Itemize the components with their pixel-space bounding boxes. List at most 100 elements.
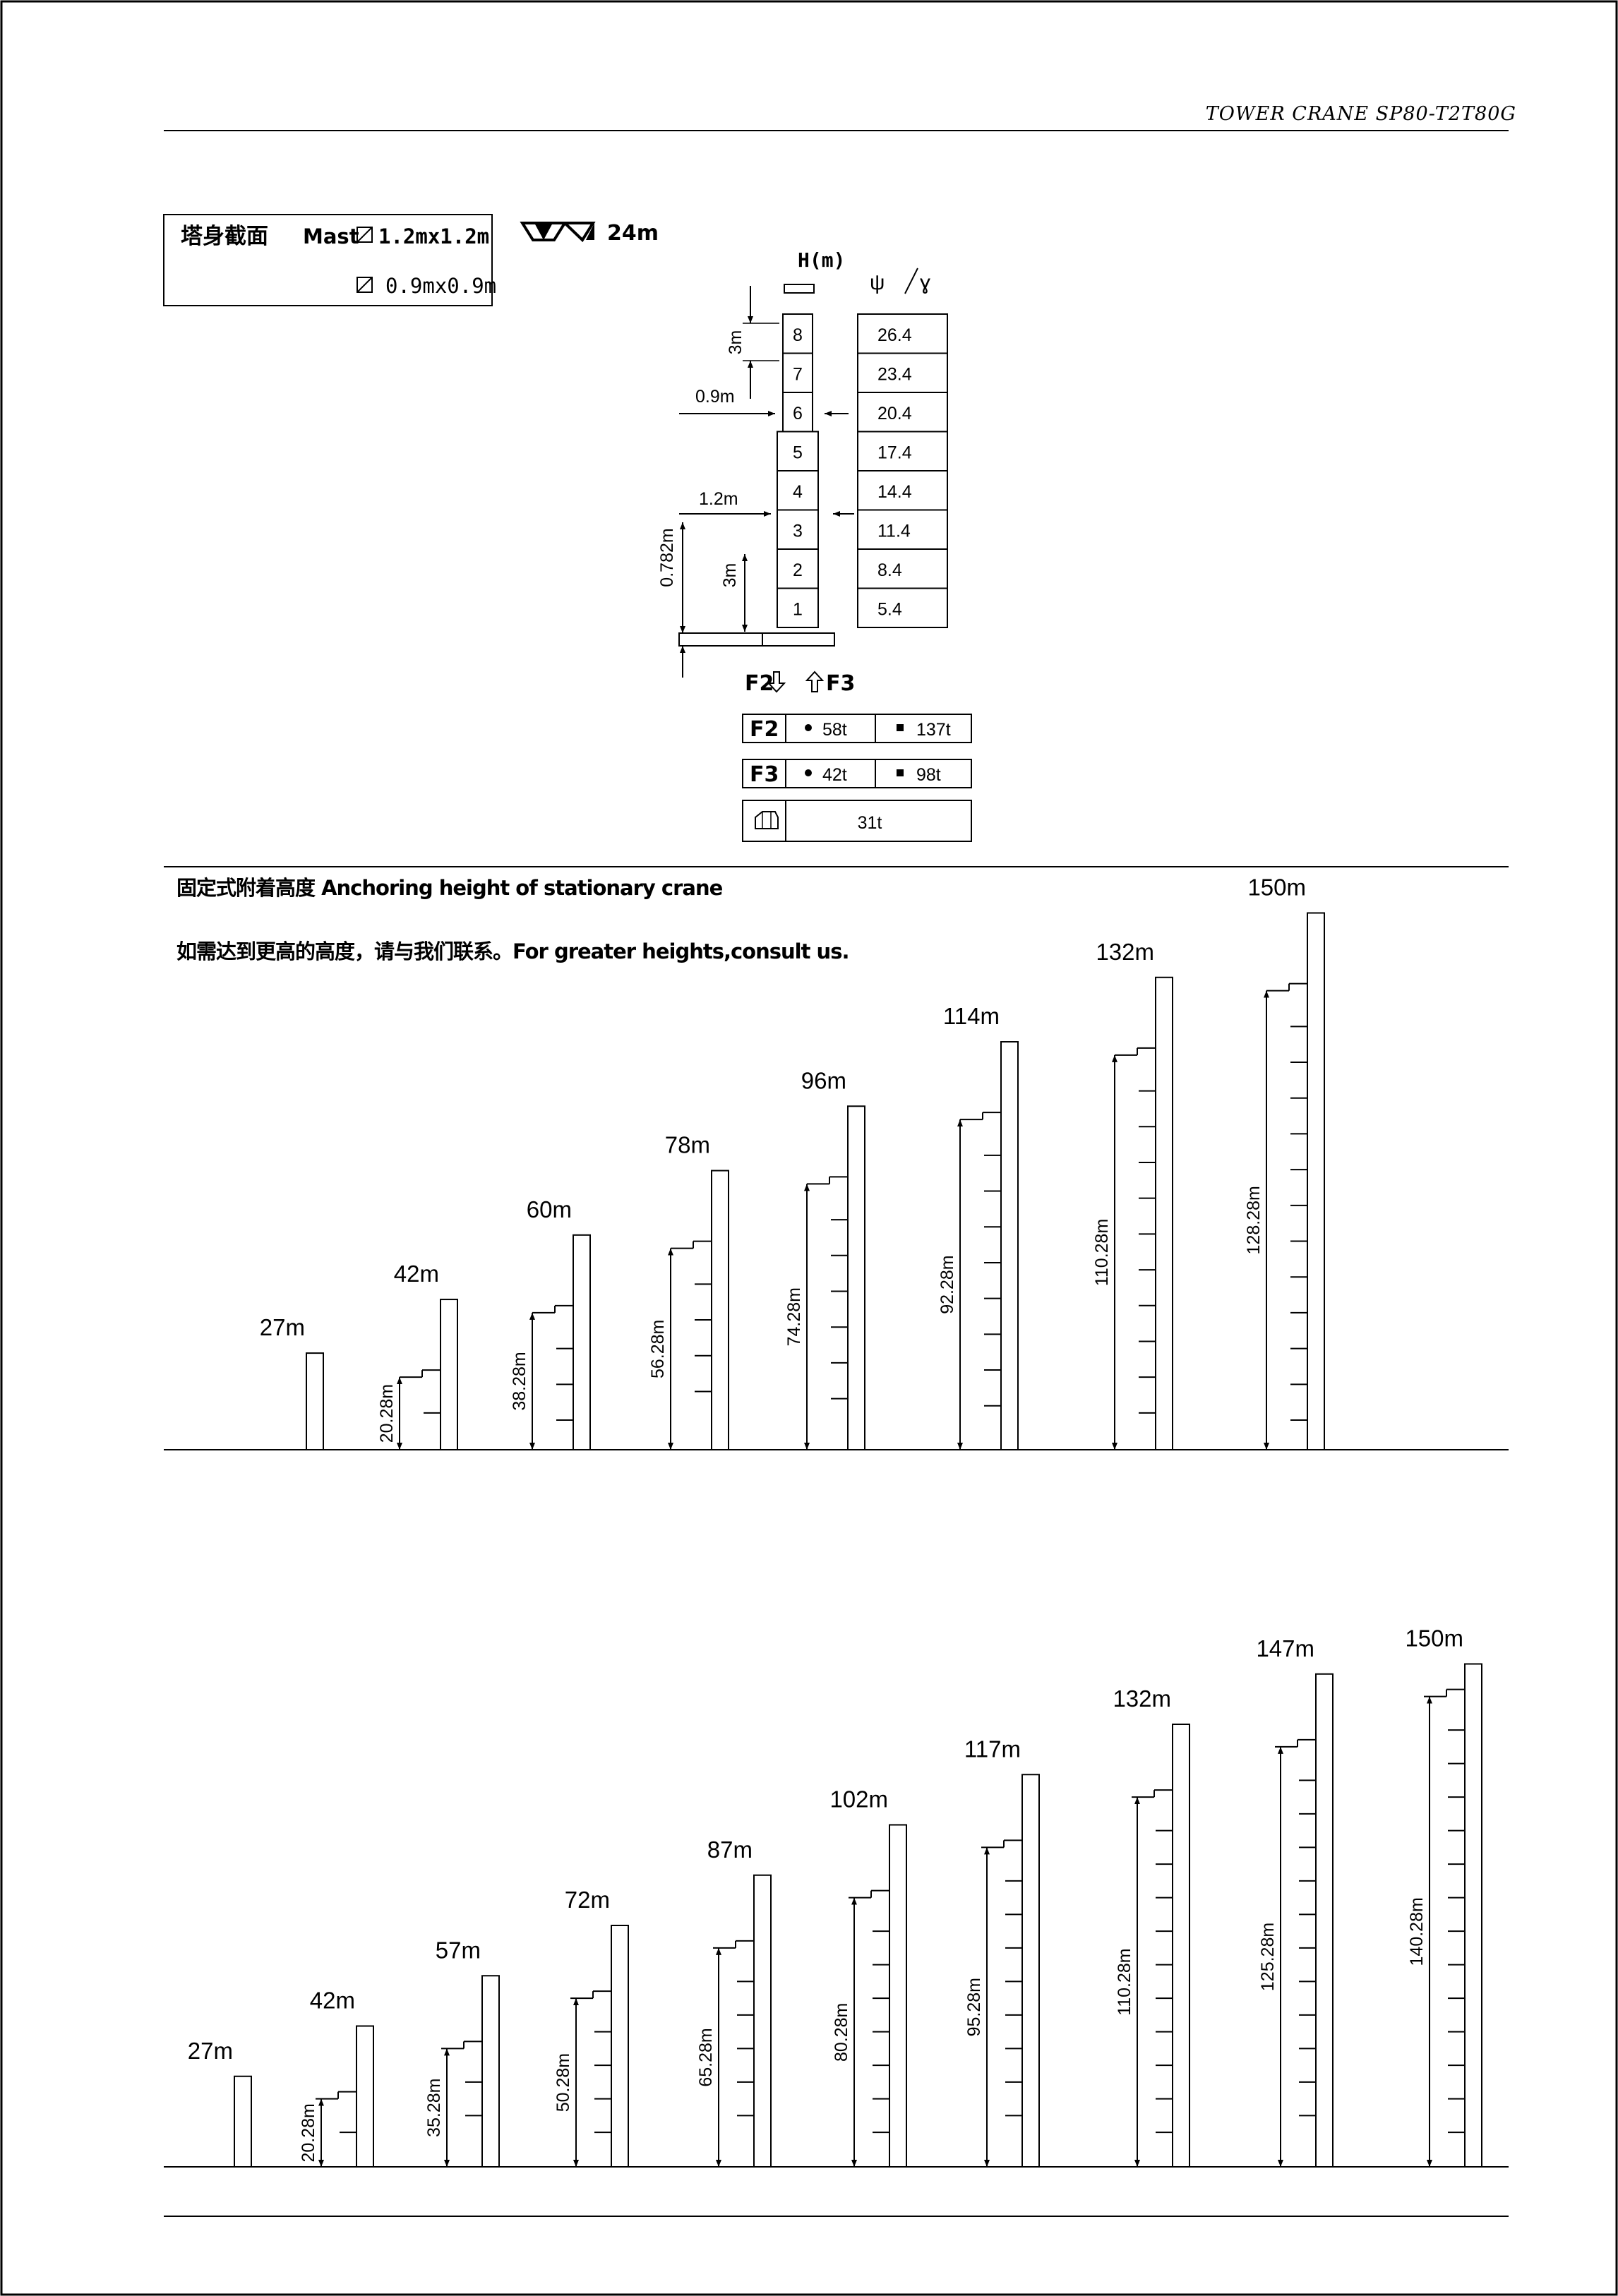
height-value: 23.4 [877, 364, 912, 384]
ballast-block-icon [755, 811, 779, 829]
height-value: 14.4 [877, 482, 912, 502]
tower-mast [1464, 1663, 1482, 2168]
height-value: 8.4 [877, 560, 902, 580]
tower-height-label: 150m [1247, 874, 1306, 901]
mast-section-box: 塔身截面 Mast 1.2mx1.2m 0.9mx0.9m [163, 214, 496, 306]
height-value: 20.4 [877, 404, 912, 423]
f3-row [742, 759, 972, 788]
height-cell [857, 587, 948, 628]
tower-height-label: 78m [665, 1132, 710, 1158]
tower-height-label: 42m [394, 1261, 439, 1287]
tower-mast [234, 2075, 252, 2168]
tie-height-label: 50.28m [553, 2053, 573, 2112]
tower-mast [711, 1170, 729, 1451]
anchoring-diagram-2: 27m42m20.28m57m35.28m72m50.28m87m65.28m1… [164, 1625, 1509, 2168]
square-section-icon [356, 277, 373, 293]
anchoring-note: 如需达到更高的高度，请与我们联系。For greater heights,con… [176, 939, 849, 963]
dim-1.2m: 1.2m [699, 489, 738, 509]
square-icon [897, 724, 904, 731]
tie-height-label: 20.28m [377, 1384, 397, 1443]
tower-mast [1155, 976, 1173, 1450]
f3-value-b: 98t [916, 765, 941, 785]
ballast-value: 31t [858, 813, 882, 833]
tower-height-label: 147m [1256, 1635, 1314, 1661]
tower-height-label: 42m [310, 1988, 355, 2014]
dim-3m-top: 3m [726, 330, 745, 355]
height-cell [857, 548, 948, 589]
mast-section-number: 8 [793, 325, 803, 345]
dot-icon [805, 769, 812, 776]
mast-section-number: 5 [793, 443, 803, 462]
height-value: 26.4 [877, 325, 912, 345]
mast-section-number: 3 [793, 521, 803, 541]
dim-0.782m: 0.782m [657, 528, 677, 587]
tower-height-label: 114m [943, 1003, 1000, 1029]
tower-mast [481, 1975, 500, 2168]
tower-height-label: 132m [1113, 1685, 1171, 1712]
tower-height-label: 60m [527, 1196, 572, 1222]
hook-icons: ψ ɣ [870, 268, 930, 294]
height-label: H(m) [798, 248, 845, 272]
tower-height-label: 117m [964, 1736, 1021, 1762]
tower-mast [1172, 1724, 1190, 2168]
tower-mast [1021, 1774, 1040, 2168]
square-icon [897, 769, 904, 776]
mast-section-number: 2 [793, 560, 803, 580]
tower-mast [356, 2025, 374, 2168]
f3-arrow-label: F3 [826, 671, 855, 696]
tower-mast [573, 1234, 591, 1451]
jib-icon [520, 222, 596, 243]
tie-height-label: 35.28m [424, 2079, 444, 2137]
tie-height-label: 65.28m [696, 2028, 716, 2086]
tie-height-label: 56.28m [648, 1320, 668, 1378]
dim-3m-bottom: 3m [720, 563, 740, 588]
f3-value-a: 42t [822, 765, 847, 785]
tie-height-label: 38.28m [510, 1352, 529, 1410]
mast-cn-label: 塔身截面 [181, 224, 268, 249]
height-column: 5.4 8.4 11.4 14.4 17.4 20.4 23.4 26.4 [857, 313, 948, 628]
tower-mast [847, 1105, 865, 1451]
height-cell [857, 313, 948, 354]
anchoring-title: 固定式附着高度 Anchoring height of stationary c… [176, 876, 723, 900]
tie-height-label: 74.28m [784, 1287, 804, 1346]
tie-height-label: 92.28m [937, 1255, 957, 1314]
f2-row [742, 714, 972, 743]
tower-height-label: 87m [707, 1837, 753, 1863]
tower-height-label: 96m [801, 1067, 846, 1093]
height-value: 17.4 [877, 443, 912, 462]
f2-row-label: F2 [750, 717, 779, 742]
dot-icon [805, 724, 812, 731]
mast-section-number: 1 [793, 599, 803, 619]
height-value: 11.4 [877, 521, 911, 541]
tie-height-label: 80.28m [832, 2003, 851, 2062]
tie-height-label: 20.28m [299, 2103, 318, 2162]
mast-section-cell [782, 313, 813, 354]
jib-length: 24m [607, 221, 659, 246]
tower-mast [753, 1874, 772, 2168]
base-plate [678, 632, 835, 647]
tower-height-label: 57m [436, 1937, 481, 1963]
up-arrow-icon [805, 671, 825, 692]
ballast-row [742, 800, 972, 842]
mast-section-number: 4 [793, 482, 803, 502]
hook-block-icon [784, 284, 815, 294]
load-table: F2 58t 137t F3 42t 98t 31t [742, 714, 972, 842]
tie-height-label: 110.28m [1092, 1219, 1112, 1286]
f3-row-label: F3 [750, 762, 779, 787]
height-value: 5.4 [877, 599, 902, 619]
mast-section-number: 7 [793, 364, 803, 384]
anchoring-diagram-1: 27m 42m 20.28m 60m 38.28m 78m 56.28m 96m 74.28m 1… [164, 874, 1509, 1451]
tower-height-label: 132m [1096, 939, 1154, 965]
tower-mast [611, 1925, 629, 2168]
tower-height-label: 27m [260, 1314, 305, 1340]
f2-value-a: 58t [822, 720, 847, 740]
tower-mast [1000, 1041, 1019, 1450]
down-arrow-icon [767, 671, 786, 693]
mast-size-2: 0.9mx0.9m [385, 274, 496, 298]
tower-mast [889, 1824, 907, 2168]
tower-height-label: 102m [829, 1786, 888, 1813]
tower-mast [1307, 912, 1325, 1450]
tie-height-label: 128.28m [1244, 1186, 1264, 1254]
